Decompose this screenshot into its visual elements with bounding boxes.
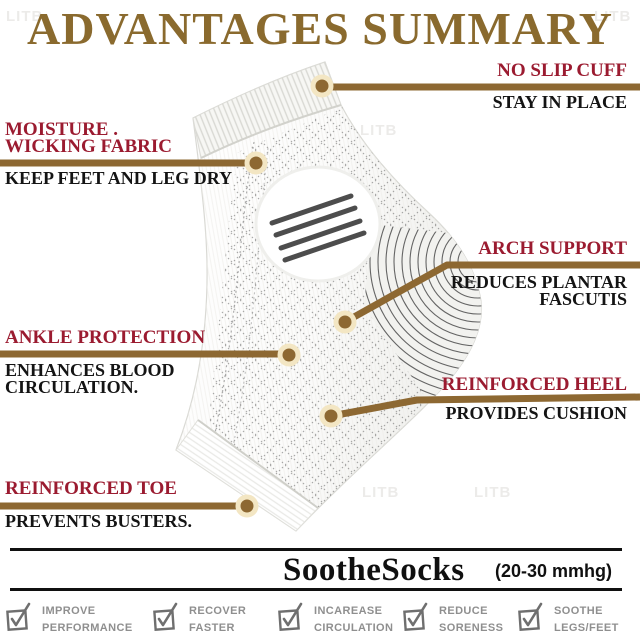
brand-name: SootheSocks — [283, 552, 465, 588]
seam-line — [213, 141, 255, 439]
feature-item: SOOTHE LEGS/FEET — [516, 600, 619, 637]
callout-dot-arch — [333, 310, 357, 334]
callout-toe-body: PREVENTS BUSTERS. — [5, 511, 193, 531]
callout-cuff-body: STAY IN PLACE — [492, 92, 627, 112]
callout-dot-moisture — [244, 151, 268, 175]
feature-label: SOOTHE LEGS/FEET — [554, 605, 619, 634]
feature-label: REDUCE SORENESS — [439, 605, 504, 634]
callout-moisture-body: KEEP FEET AND LEG DRY — [5, 168, 233, 188]
checkbox-icon — [403, 602, 428, 631]
feature-item: IMPROVE PERFORMANCE — [4, 600, 133, 637]
feature-item: REDUCE SORENESS — [401, 600, 503, 637]
callout-moisture-heading: MOISTURE . WICKING FABRIC — [5, 119, 172, 157]
divider-top — [10, 548, 622, 551]
callout-line-arch — [343, 261, 640, 326]
callout-line-heel — [330, 393, 640, 420]
checkbox-icon — [278, 602, 303, 631]
callout-dot-cuff — [310, 74, 334, 98]
callout-cuff-heading: NO SLIP CUFF — [497, 60, 627, 81]
callout-ankle-heading: ANKLE PROTECTION — [5, 327, 206, 348]
callout-heel-body: PROVIDES CUSHION — [445, 403, 627, 423]
callout-toe-heading: REINFORCED TOE — [5, 478, 177, 499]
callout-arch-body: REDUCES PLANTAR FASCUTIS — [450, 272, 627, 309]
callout-dot-heel — [319, 404, 343, 428]
callout-ankle-body: ENHANCES BLOOD CIRCULATION. — [5, 360, 175, 397]
page-title: ADVANTAGES SUMMARY — [27, 3, 613, 54]
checkbox-icon — [6, 602, 31, 631]
logo-stripes — [269, 193, 367, 263]
sock-logo-patch — [254, 165, 382, 283]
divider-bottom — [10, 588, 622, 591]
feature-label: RECOVER FASTER — [189, 605, 247, 634]
checkbox-icon — [518, 602, 543, 631]
callout-dot-ankle — [277, 343, 301, 367]
callout-dot-toe — [235, 494, 259, 518]
checkbox-icon — [153, 602, 178, 631]
sock-toe-band — [175, 419, 319, 532]
feature-item: RECOVER FASTER — [151, 600, 246, 637]
feature-label: IMPROVE PERFORMANCE — [42, 605, 133, 634]
sock-cuff — [192, 61, 342, 159]
feature-label: INCAREASE CIRCULATION — [314, 605, 394, 634]
brand-spec: (20-30 mmhg) — [495, 561, 613, 581]
feature-item: INCAREASE CIRCULATION — [276, 600, 393, 637]
callout-arch-heading: ARCH SUPPORT — [478, 238, 627, 259]
callout-heel-heading: REINFORCED HEEL — [441, 374, 627, 395]
